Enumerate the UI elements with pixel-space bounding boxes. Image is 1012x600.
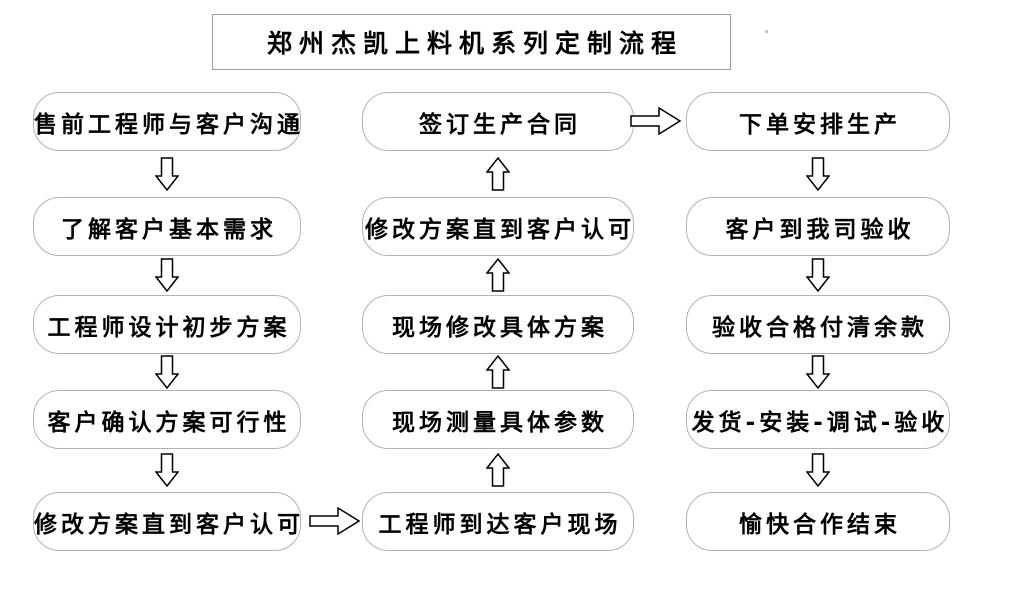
- arrow-down-icon: [155, 355, 179, 389]
- node-sign-production-contract: 签订生产合同: [362, 92, 634, 151]
- node-label: 工程师到达客户现场: [378, 511, 622, 538]
- node-onsite-revise-plan: 现场修改具体方案: [362, 295, 634, 354]
- arrow-down-icon: [155, 258, 179, 292]
- node-label: 现场测量具体参数: [392, 409, 608, 436]
- flowchart-title: 郑州杰凯上料机系列定制流程: [266, 29, 683, 58]
- node-order-arrange-production: 下单安排生产: [686, 92, 950, 151]
- flowchart-title-box: 郑州杰凯上料机系列定制流程: [212, 14, 731, 70]
- arrow-down-icon: [806, 157, 830, 191]
- node-label: 修改方案直到客户认可: [34, 511, 304, 538]
- node-label: 愉快合作结束: [739, 511, 901, 538]
- node-label: 现场修改具体方案: [392, 314, 608, 341]
- node-label: 客户确认方案可行性: [47, 409, 291, 436]
- arrow-right-icon: [630, 107, 682, 135]
- node-label: 工程师设计初步方案: [47, 314, 291, 341]
- node-customer-confirm-feasibility: 客户确认方案可行性: [33, 390, 301, 449]
- node-label: 下单安排生产: [739, 111, 901, 138]
- node-understand-needs: 了解客户基本需求: [33, 197, 301, 256]
- node-label: 发货-安装-调试-验收: [691, 409, 949, 436]
- node-engineer-arrives-site: 工程师到达客户现场: [362, 492, 634, 551]
- node-ship-install-debug-accept: 发货-安装-调试-验收: [686, 390, 950, 449]
- node-revise-until-approved-2: 修改方案直到客户认可: [362, 197, 634, 256]
- node-pay-remaining-balance: 验收合格付清余款: [686, 295, 950, 354]
- node-label: 验收合格付清余款: [712, 314, 928, 341]
- node-revise-until-approved-1: 修改方案直到客户认可: [33, 492, 301, 551]
- arrow-down-icon: [155, 157, 179, 191]
- node-engineer-preliminary-design: 工程师设计初步方案: [33, 295, 301, 354]
- node-label: 修改方案直到客户认可: [365, 216, 635, 243]
- node-label: 售前工程师与客户沟通: [34, 111, 304, 138]
- node-happy-cooperation-end: 愉快合作结束: [686, 492, 950, 551]
- node-label: 了解客户基本需求: [61, 216, 277, 243]
- arrow-up-icon: [486, 453, 510, 487]
- arrow-right-icon: [309, 507, 361, 535]
- speck-mark: [765, 30, 768, 33]
- arrow-down-icon: [806, 355, 830, 389]
- arrow-down-icon: [155, 453, 179, 487]
- arrow-down-icon: [806, 258, 830, 292]
- arrow-up-icon: [486, 258, 510, 292]
- node-presales-communication: 售前工程师与客户沟通: [33, 92, 301, 151]
- arrow-down-icon: [806, 453, 830, 487]
- node-label: 签订生产合同: [419, 111, 581, 138]
- arrow-up-icon: [486, 355, 510, 389]
- node-label: 客户到我司验收: [725, 216, 915, 243]
- node-onsite-measure-parameters: 现场测量具体参数: [362, 390, 634, 449]
- node-customer-acceptance-visit: 客户到我司验收: [686, 197, 950, 256]
- arrow-up-icon: [486, 157, 510, 191]
